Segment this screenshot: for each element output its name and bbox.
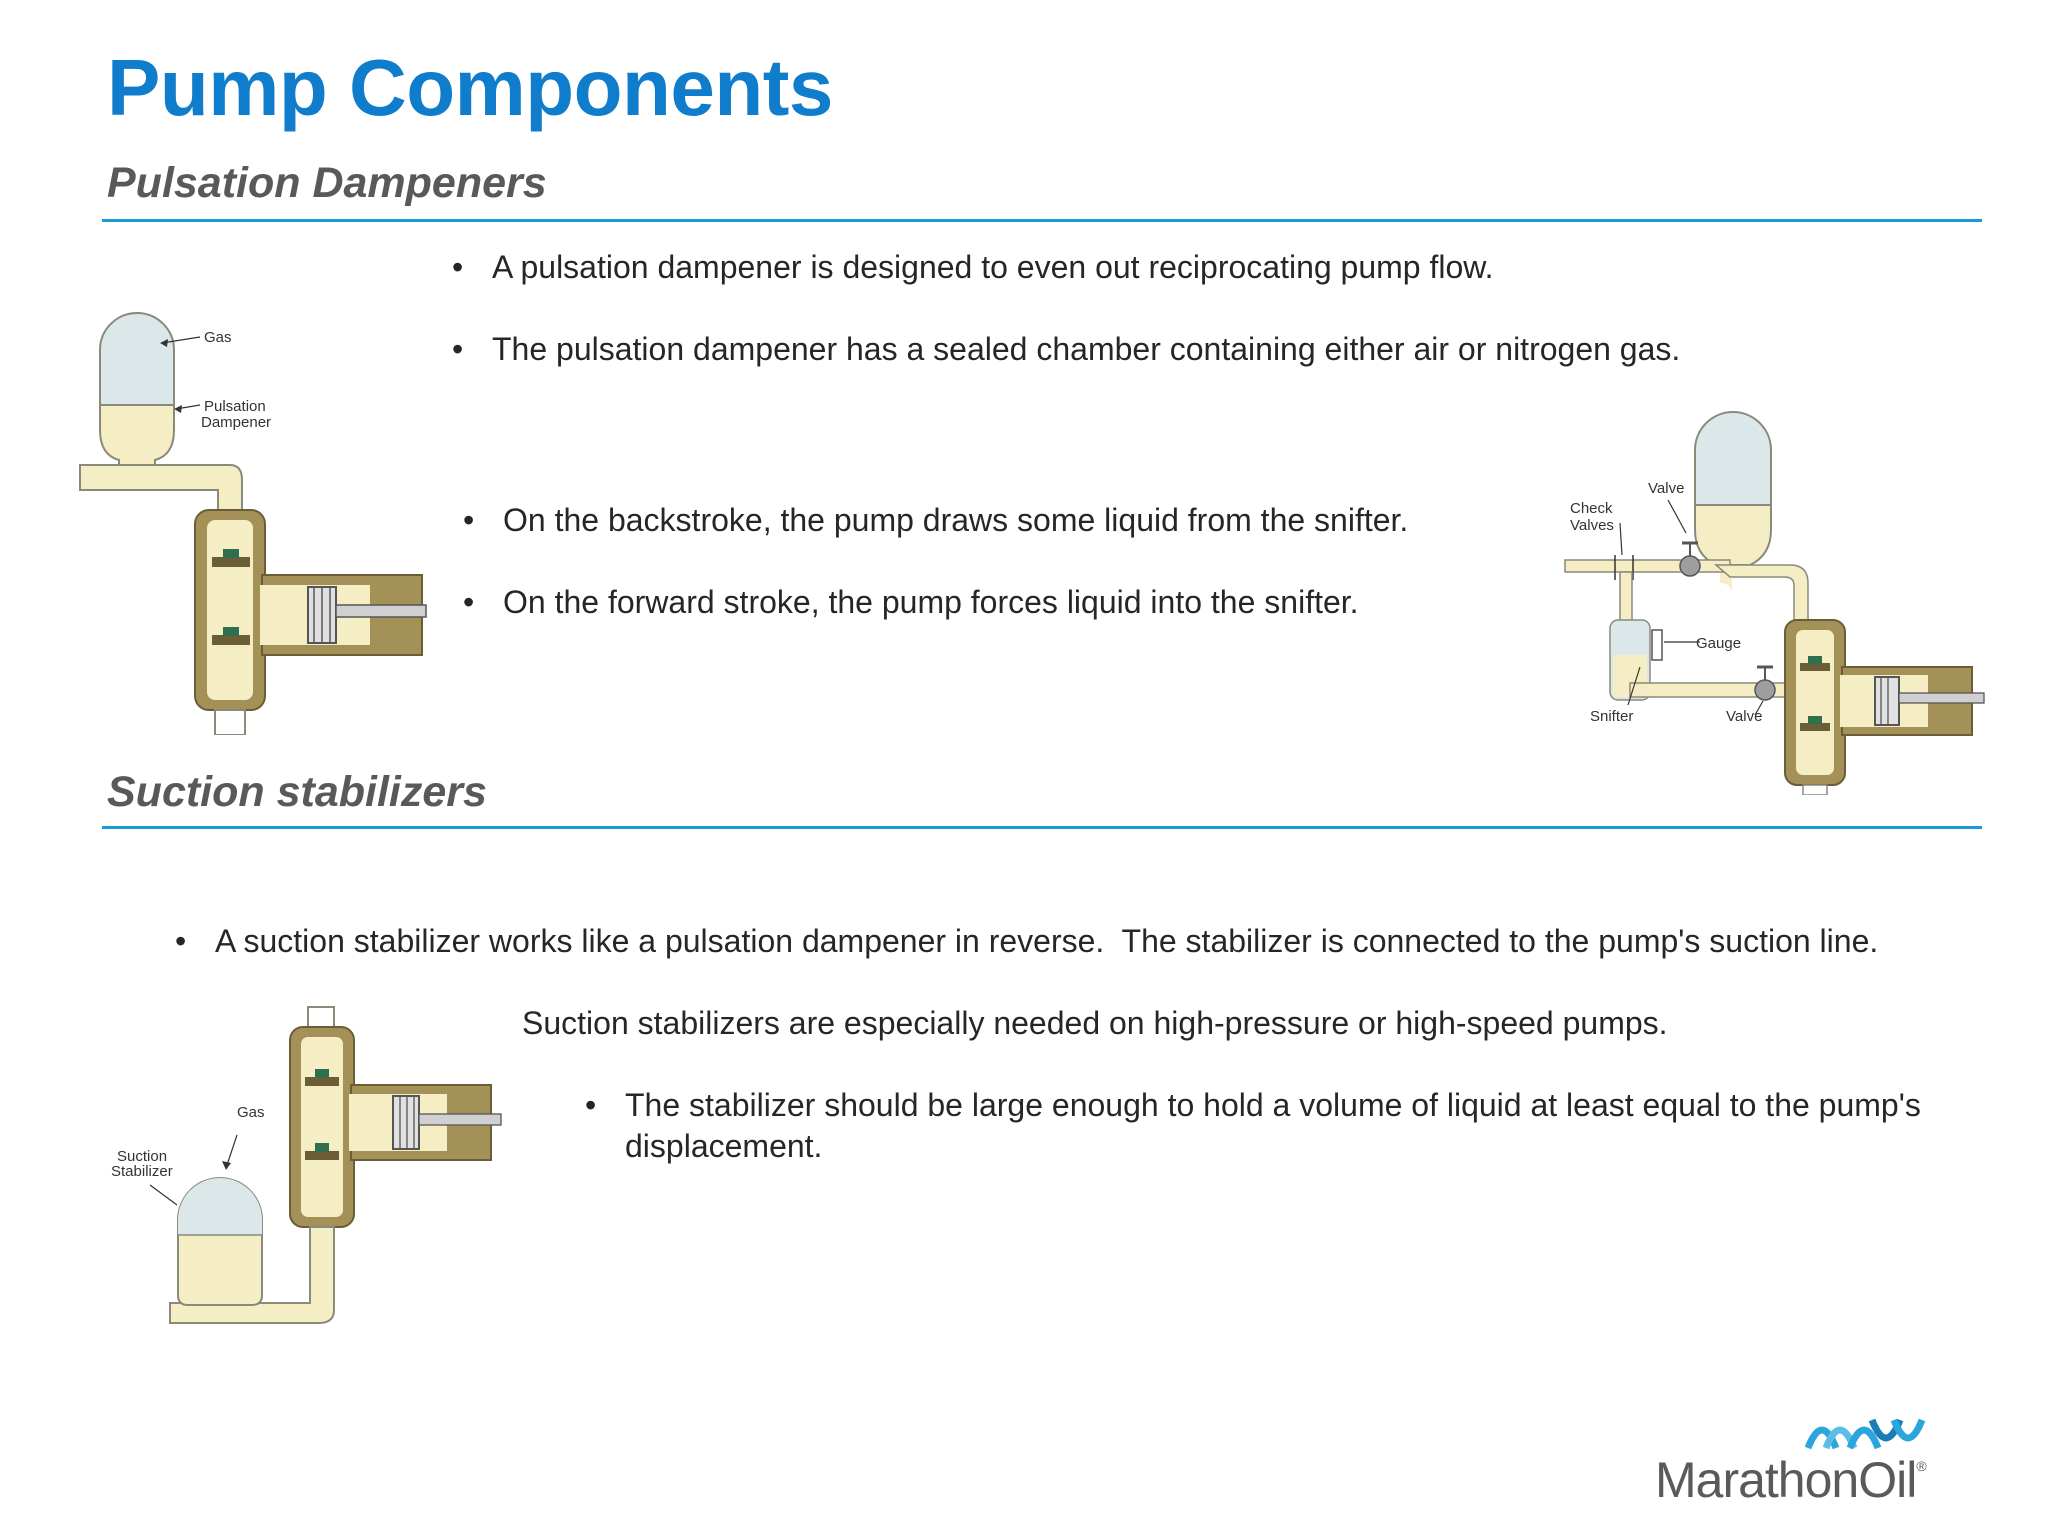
logo-text: MarathonOil [1655, 1452, 1917, 1508]
registered-mark: ® [1916, 1458, 1926, 1474]
bullet-item: • The pulsation dampener has a sealed ch… [452, 329, 1952, 370]
bullet-item: • Suction stabilizers are especially nee… [482, 1003, 1982, 1044]
bullet-item: • On the backstroke, the pump draws some… [463, 500, 1543, 541]
suction-stabilizer-diagram: Gas Suction Stabilizer [105, 1005, 505, 1330]
snifter-diagram: Valve Check Valves Gauge Snifter Valve [1560, 405, 1990, 795]
label-valve-bottom: Valve [1726, 708, 1762, 725]
bullet-marker: • [463, 584, 475, 620]
label-stabilizer: Stabilizer [111, 1163, 173, 1180]
bullet-marker: • [585, 1087, 597, 1123]
bullet-marker: • [463, 502, 475, 538]
bullet-item: • On the forward stroke, the pump forces… [463, 582, 1543, 623]
bullet-item: • The stabilizer should be large enough … [585, 1087, 1921, 1164]
bullet-marker: • [452, 249, 464, 285]
section-heading-pulsation: Pulsation Dampeners [107, 159, 547, 207]
bullet-item: • A pulsation dampener is designed to ev… [452, 247, 1952, 288]
page-title: Pump Components [107, 43, 833, 132]
label-gauge: Gauge [1696, 635, 1741, 652]
label-check: Check [1570, 500, 1613, 517]
section-divider [102, 826, 1982, 829]
label-pulsation: Pulsation [204, 398, 266, 415]
label-valve-top: Valve [1648, 480, 1684, 497]
bullet-marker: • [175, 923, 187, 959]
label-gas: Gas [237, 1104, 265, 1121]
section-divider [102, 219, 1982, 222]
marathon-logo-mark-icon [1800, 1410, 1930, 1452]
pulsation-dampener-diagram: Gas Pulsation Dampener [70, 305, 430, 735]
marathon-oil-logo: MarathonOil® [1655, 1452, 1927, 1508]
label-valves: Valves [1570, 517, 1614, 534]
section-heading-suction: Suction stabilizers [107, 768, 487, 816]
bullet-marker: • [452, 331, 464, 367]
label-dampener: Dampener [201, 414, 271, 431]
label-suction: Suction [117, 1148, 167, 1165]
label-snifter: Snifter [1590, 708, 1633, 725]
bullet-item: • A suction stabilizer works like a puls… [175, 921, 2005, 962]
label-gas: Gas [204, 329, 232, 346]
